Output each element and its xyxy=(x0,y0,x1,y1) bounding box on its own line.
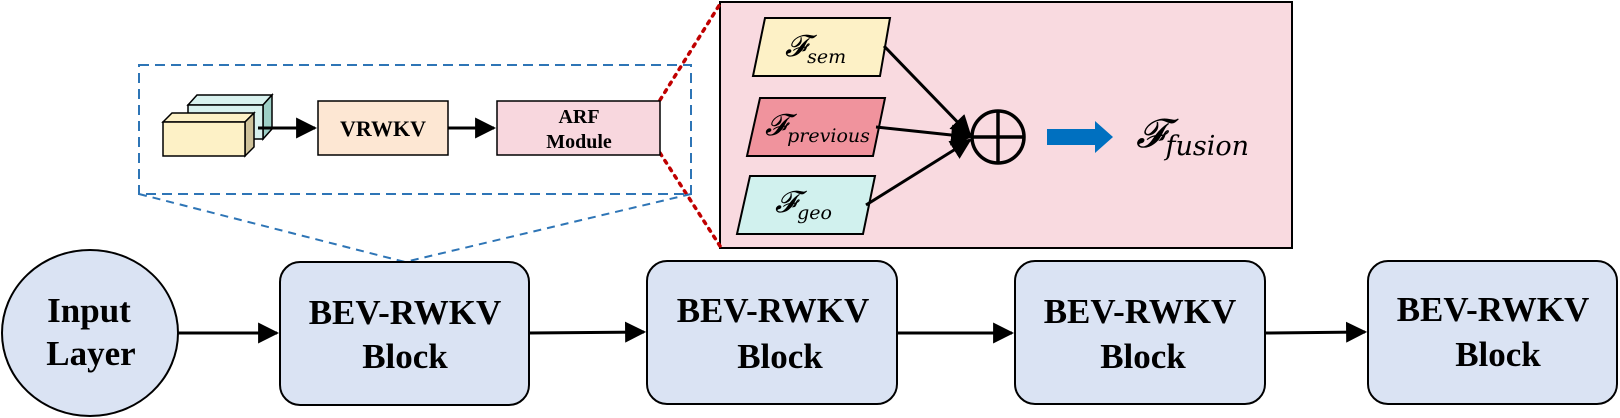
vrwkv-label: VRWKV xyxy=(340,116,426,141)
zoom-line-top xyxy=(658,2,722,102)
block-3-label-line1: BEV-RWKV xyxy=(1044,292,1237,331)
bev-rwkv-block-3: BEV-RWKV Block xyxy=(1014,260,1266,405)
arf-module-box xyxy=(496,100,661,156)
feature-sem-box xyxy=(751,17,892,77)
block-1-label-line1: BEV-RWKV xyxy=(309,293,502,332)
bev-rwkv-block-1: BEV-RWKV Block xyxy=(279,261,530,406)
block-3-box xyxy=(1014,260,1266,405)
block-4-label-line2: Block xyxy=(1455,335,1541,374)
arrow-sem-to-add xyxy=(882,44,972,137)
block-3-label-line2: Block xyxy=(1100,337,1186,376)
input-layer-ellipse xyxy=(1,249,179,417)
input-layer-node: Input Layer xyxy=(1,249,179,417)
feature-geo-box xyxy=(735,175,877,235)
feature-geo-label: 𝓕geo xyxy=(775,185,832,224)
block-detail: VRWKV ARF Module xyxy=(138,64,692,195)
add-operator-icon xyxy=(970,109,1026,165)
block-2-label-line2: Block xyxy=(737,337,823,376)
zoom-line-left xyxy=(138,193,406,263)
block-2-label-line1: BEV-RWKV xyxy=(677,291,870,330)
block-4-box xyxy=(1367,260,1618,405)
block-4-label-line1: BEV-RWKV xyxy=(1397,290,1590,329)
bev-rwkv-block-2: BEV-RWKV Block xyxy=(646,260,898,405)
fusion-panel: 𝓕sem 𝓕previous 𝓕geo 𝓕fusion xyxy=(719,1,1293,249)
arrow-previous-to-add xyxy=(875,124,973,146)
output-arrow-icon xyxy=(1047,121,1113,153)
input-layer-label-line1: Input xyxy=(47,291,131,330)
feature-previous-box xyxy=(745,97,887,157)
arrow-block3-to-block4 xyxy=(1264,321,1368,343)
arf-label-line1: ARF xyxy=(558,106,599,128)
input-layer-label-line2: Layer xyxy=(46,334,135,373)
feature-maps-icon xyxy=(161,93,274,158)
bev-rwkv-block-4: BEV-RWKV Block xyxy=(1367,260,1618,405)
block-detail-border xyxy=(138,64,692,195)
zoom-line-bottom xyxy=(658,151,722,248)
block-1-box xyxy=(279,261,530,406)
arrow-geo-to-add xyxy=(865,138,972,207)
vrwkv-box xyxy=(317,100,449,156)
arrow-block1-to-block2 xyxy=(528,321,647,343)
block-1-label-line2: Block xyxy=(362,337,448,376)
zoom-line-right xyxy=(404,193,692,263)
block-2-box xyxy=(646,260,898,405)
arf-label-line2: Module xyxy=(546,131,612,153)
